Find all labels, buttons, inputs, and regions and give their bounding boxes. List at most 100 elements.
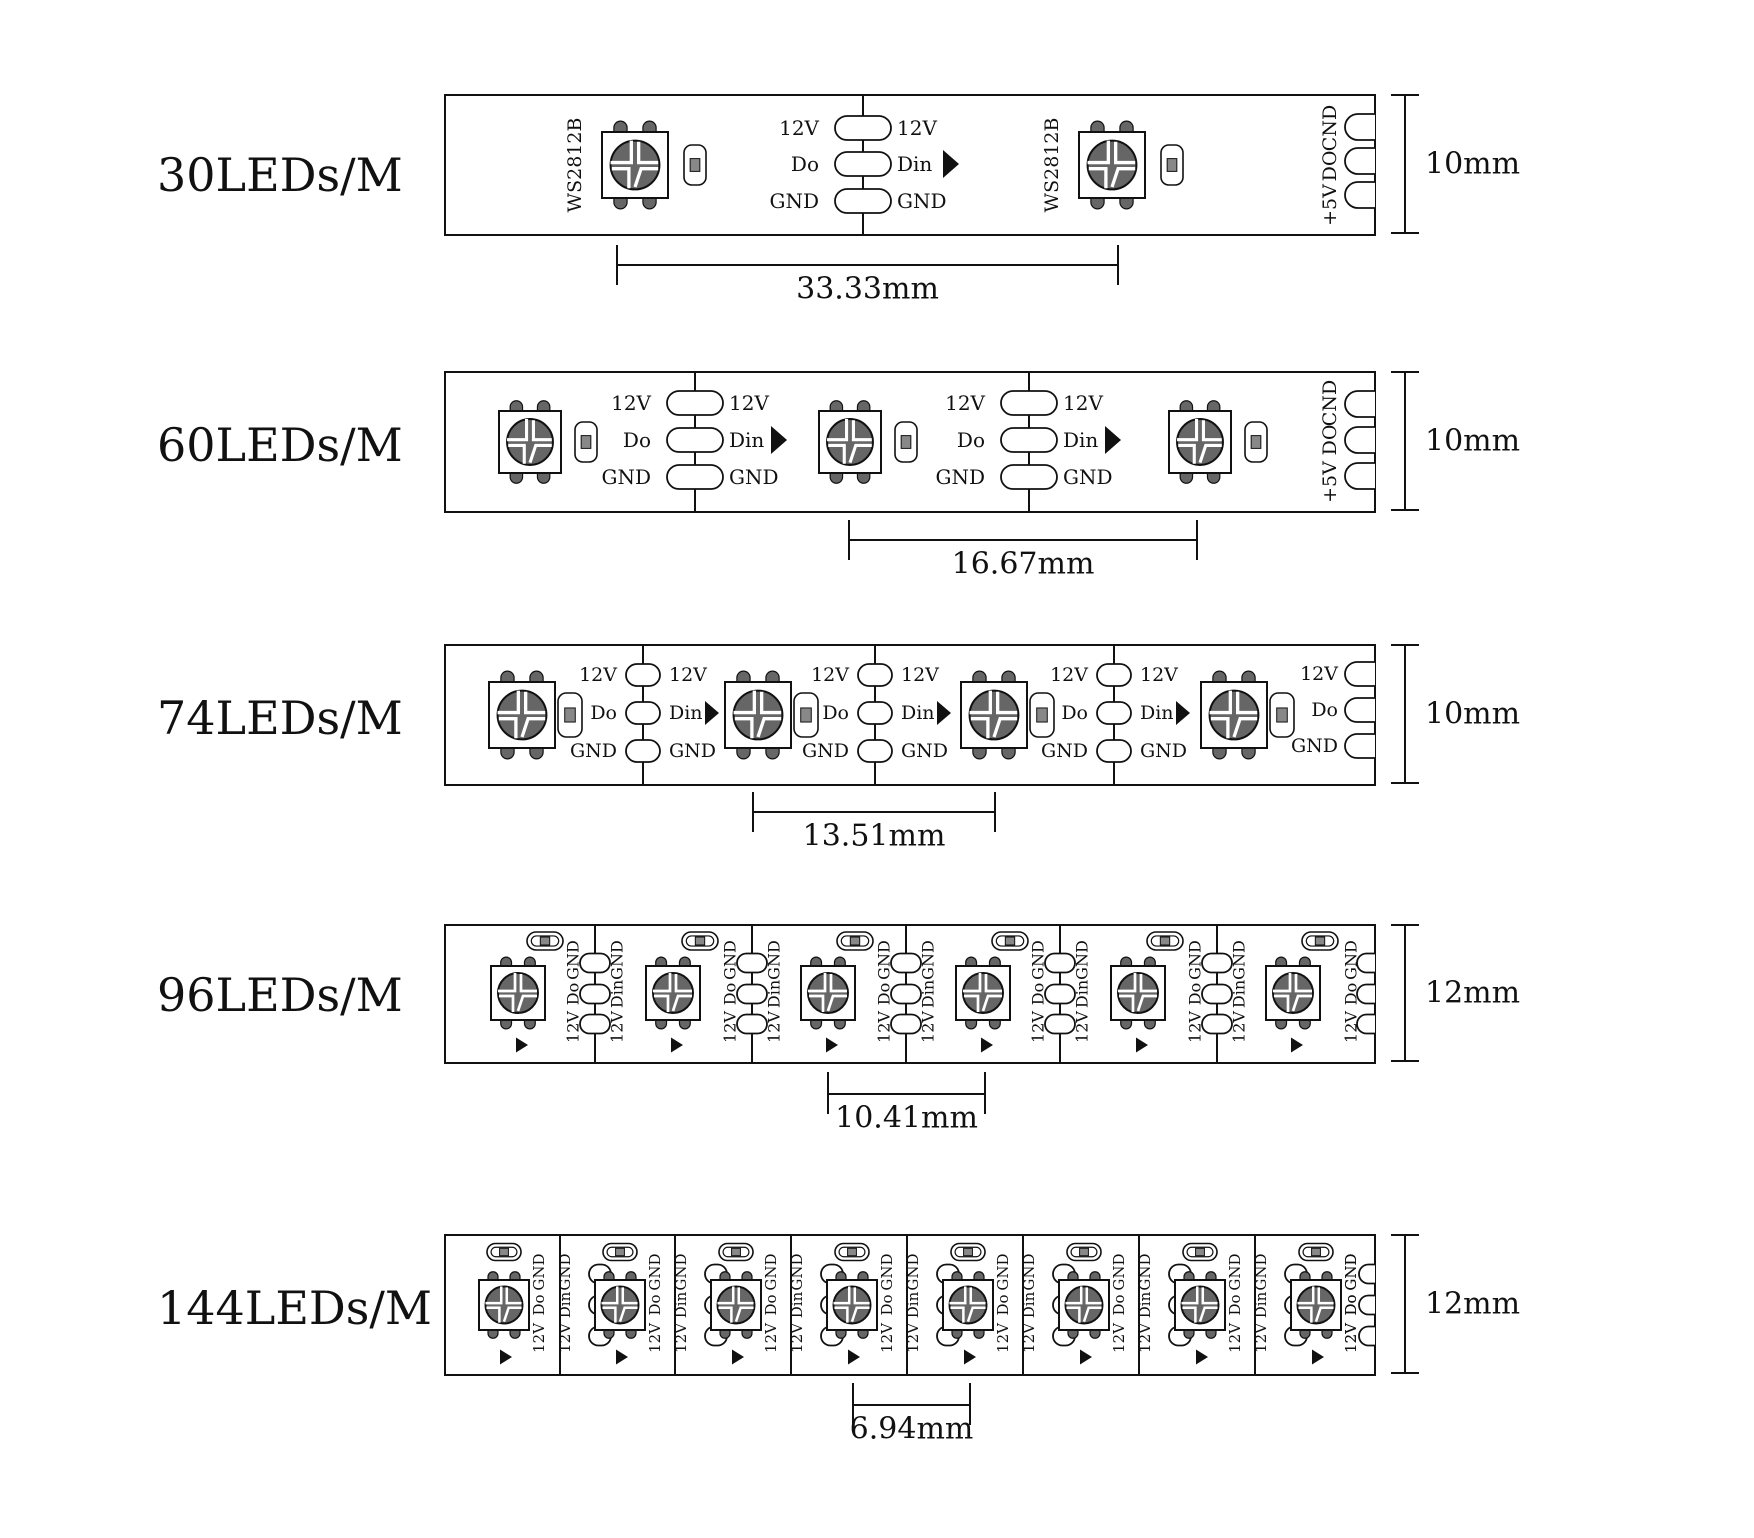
pad-label-left: GND <box>1226 1253 1244 1290</box>
pad-label-right: GND <box>788 1253 806 1290</box>
end-pad-label: CND <box>1319 380 1341 426</box>
pad-label-left: GND <box>875 940 894 980</box>
end-solder-pad <box>1358 1263 1375 1285</box>
solder-pad <box>1044 1013 1076 1035</box>
chip-dome <box>1296 1285 1336 1325</box>
end-solder-pad <box>1356 1013 1375 1035</box>
pad-label-right: GND <box>897 189 947 213</box>
pad-label-left: Do <box>822 702 849 724</box>
chip-dome <box>1180 1285 1220 1325</box>
chip-dome-pattern <box>1209 690 1258 739</box>
pitch-dimension: 6.94mm <box>850 1383 974 1447</box>
chip-dome-pattern <box>1297 1286 1334 1323</box>
resistor-body <box>1314 936 1326 946</box>
end-solder-pad <box>1344 113 1375 141</box>
pad-label-right: 12V <box>608 1011 627 1043</box>
solder-pad <box>579 952 611 974</box>
pad-label-left: Do <box>957 428 985 452</box>
pad-label-left: GND <box>994 1253 1012 1290</box>
pad-label-right: 12V <box>729 391 769 415</box>
resistor-body <box>849 936 861 946</box>
solder-pad <box>1201 1013 1233 1035</box>
chip-dome-pattern <box>1065 1286 1102 1323</box>
led-chip <box>826 1271 878 1339</box>
pad-label-right: 12V <box>765 1011 784 1043</box>
pad-label-left: Do <box>530 1294 548 1315</box>
resistor-body <box>1195 1247 1205 1257</box>
end-pad-label: GND <box>1342 940 1361 980</box>
pad-label-right: 12V <box>897 116 937 140</box>
pad-label-right: Din <box>1230 980 1249 1008</box>
led-chip <box>1168 400 1232 484</box>
end-pad-label: 12V <box>1342 1322 1360 1353</box>
chip-dome <box>1086 139 1138 191</box>
pad-label-left: GND <box>1041 740 1088 762</box>
pad-label-right: 12V <box>1230 1011 1249 1043</box>
direction-arrow-icon <box>1176 701 1190 725</box>
pad-label-right: Din <box>1136 1291 1154 1318</box>
led-chip <box>942 1271 994 1339</box>
end-solder-pad <box>1344 462 1375 490</box>
pad-label-right: GND <box>729 465 779 489</box>
chip-dome-pattern <box>498 973 537 1012</box>
end-solder-pad <box>1344 697 1375 723</box>
pad-label-left: 12V <box>646 1322 664 1353</box>
direction-arrow-icon <box>1136 1037 1148 1053</box>
pitch-label: 6.94mm <box>850 1412 974 1447</box>
chip-dome <box>832 1285 872 1325</box>
pad-label-right: 12V <box>556 1322 574 1353</box>
width-label: 10mm <box>1425 697 1520 732</box>
solder-pad <box>1096 663 1132 687</box>
solder-pad <box>1096 701 1132 725</box>
chip-dome-pattern <box>733 690 782 739</box>
resistor <box>793 692 819 738</box>
led-chip <box>498 400 562 484</box>
density-label: 96LEDs/M <box>157 968 403 1022</box>
end-pad-label: Do <box>1311 699 1338 721</box>
direction-arrow-icon <box>943 150 959 178</box>
width-dimension: 12mm <box>1391 924 1520 1062</box>
direction-arrow-icon <box>516 1037 528 1053</box>
chip-dome <box>962 972 1004 1014</box>
resistor-body <box>499 1247 509 1257</box>
chip-dome-pattern <box>507 419 552 464</box>
end-pad-label: Do <box>1342 983 1361 1005</box>
pad-label-left: GND <box>570 740 617 762</box>
pad-label-right: 12V <box>919 1011 938 1043</box>
direction-arrow-icon <box>616 1349 628 1365</box>
pad-label-right: GND <box>556 1253 574 1290</box>
direction-arrow-icon <box>1105 426 1121 454</box>
pad-label-right: GND <box>669 740 716 762</box>
solder-pad <box>1044 952 1076 974</box>
pitch-label: 13.51mm <box>803 819 946 854</box>
direction-arrow-icon <box>826 1037 838 1053</box>
pad-label-left: 12V <box>1029 1011 1048 1043</box>
pitch-dimension: 33.33mm <box>616 245 1119 307</box>
pad-label-right: GND <box>765 940 784 980</box>
led-chip <box>1058 1271 1110 1339</box>
chip-dome-pattern <box>497 690 546 739</box>
solder-pad <box>857 663 893 687</box>
end-solder-pad <box>1344 181 1375 209</box>
pad-label-right: Din <box>1020 1291 1038 1318</box>
end-pad-label: 12V <box>1342 1011 1361 1043</box>
density-label: 144LEDs/M <box>157 1281 432 1335</box>
pad-label-left: 12V <box>1226 1322 1244 1353</box>
resistor <box>834 1242 870 1262</box>
pad-label-left: Do <box>721 983 740 1005</box>
led-chip <box>1265 956 1321 1030</box>
pad-label-right: GND <box>1073 940 1092 980</box>
pad-label-left: 12V <box>1342 1322 1360 1353</box>
end-solder-pad <box>1358 1325 1375 1347</box>
chip-dome-pattern <box>1181 1286 1218 1323</box>
led-chip <box>1290 1271 1342 1339</box>
pad-label-right: Din <box>788 1291 806 1318</box>
chip-dome <box>1272 972 1314 1014</box>
width-dimension: 12mm <box>1391 1234 1520 1374</box>
chip-dome-pattern <box>1118 973 1157 1012</box>
resistor-body <box>731 1247 741 1257</box>
led-chip <box>724 670 792 760</box>
solder-pad <box>1000 427 1058 453</box>
width-dimension: 10mm <box>1391 94 1520 234</box>
chip-dome <box>497 972 539 1014</box>
